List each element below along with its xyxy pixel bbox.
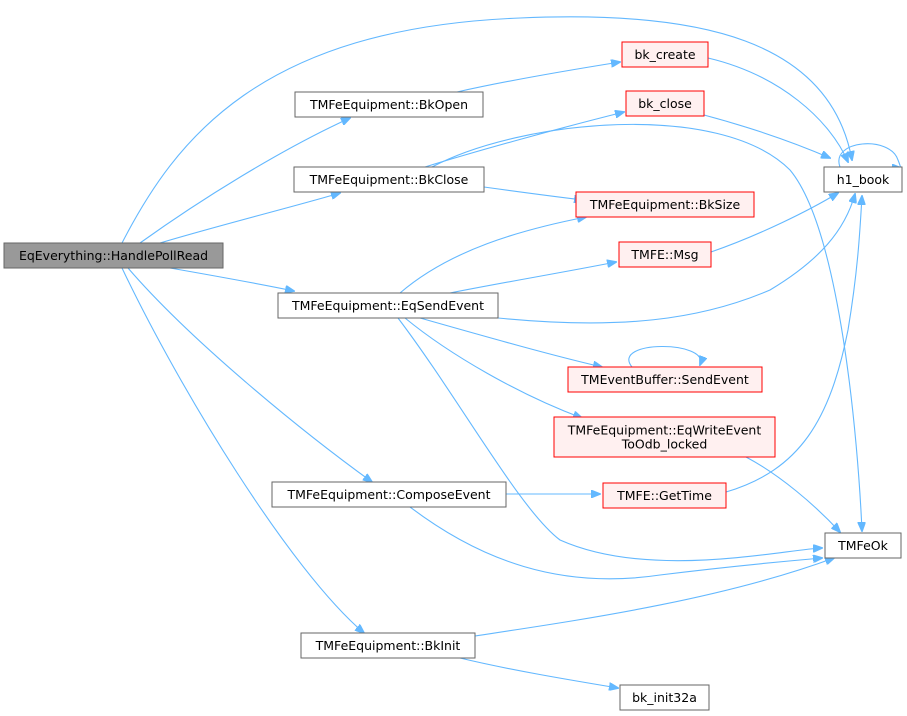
edge-eqsendevent-to-msg <box>449 262 616 294</box>
edge-eqwriteevent-to-tmfeok <box>745 456 840 532</box>
node-box-gettime <box>602 482 727 509</box>
node-box-bk-close <box>625 90 705 117</box>
edge-bkclose-to-bk-close <box>424 112 624 168</box>
edge-handlepollread-to-bkinit <box>121 267 364 633</box>
node-h1-book[interactable]: h1_book <box>823 166 903 193</box>
node-bkinit[interactable]: TMFeEquipment::BkInit <box>300 632 476 659</box>
edge-handlepollread-to-bkclose <box>159 193 340 244</box>
node-label: TMFE::GetTime <box>616 488 712 503</box>
edge-composeevent-to-tmfeok <box>409 506 822 580</box>
node-label: TMFeEquipment::BkClose <box>309 172 469 187</box>
node-box-h1-book <box>823 166 903 193</box>
node-box-eqsendevent <box>277 292 499 319</box>
node-box-tmfeok <box>824 532 902 559</box>
node-label: TMFeEquipment::BkOpen <box>309 97 468 112</box>
node-label: EqEverything::HandlePollRead <box>19 248 208 263</box>
node-label: bk_close <box>638 96 692 111</box>
edge-bkclose-to-bksize <box>483 186 583 200</box>
node-label: ToOdb_locked <box>621 437 708 452</box>
nodes-layer: EqEverything::HandlePollReadTMFeEquipmen… <box>3 41 903 711</box>
node-box-msg <box>618 241 712 268</box>
node-box-sendevent <box>567 366 763 393</box>
edges-layer <box>121 16 901 688</box>
edge-eqsendevent-to-sendevent <box>419 317 602 367</box>
edge-bk-close-to-h1-book <box>703 114 830 158</box>
edge-eqsendevent-to-h1-book <box>497 194 855 324</box>
node-label: TMFeOk <box>837 538 888 553</box>
edge-eqsendevent-to-tmfeok <box>397 317 822 562</box>
edge-bkclose-to-tmfeok <box>431 123 862 531</box>
node-box-handlepollread <box>3 242 224 269</box>
edge-bkinit-to-tmfeok <box>474 558 834 637</box>
node-bksize[interactable]: TMFeEquipment::BkSize <box>575 191 755 218</box>
node-gettime[interactable]: TMFE::GetTime <box>602 482 727 509</box>
node-box-bkopen <box>294 91 484 118</box>
node-eqsendevent[interactable]: TMFeEquipment::EqSendEvent <box>277 292 499 319</box>
node-box-bk-create <box>621 41 709 68</box>
node-box-bkclose <box>293 166 485 193</box>
node-label: TMEventBuffer::SendEvent <box>580 372 749 387</box>
node-sendevent[interactable]: TMEventBuffer::SendEvent <box>567 366 763 393</box>
edge-handlepollread-to-bkopen <box>139 118 350 244</box>
node-box-bksize <box>575 191 755 218</box>
node-label: bk_create <box>634 47 695 62</box>
edge-handlepollread-to-composeevent <box>127 267 372 482</box>
edge-bkinit-to-bk-init32a <box>459 657 618 688</box>
edge-handlepollread-to-h1-book <box>121 16 852 244</box>
edge-handlepollread-to-eqsendevent <box>169 267 294 291</box>
node-label: TMFeEquipment::BkSize <box>589 197 741 212</box>
edge-bkopen-to-bk-create <box>456 62 620 93</box>
edge-msg-to-h1-book <box>710 193 838 253</box>
edge-eqsendevent-to-bksize <box>399 217 586 294</box>
node-bk-close[interactable]: bk_close <box>625 90 705 117</box>
node-bkopen[interactable]: TMFeEquipment::BkOpen <box>294 91 484 118</box>
node-label: TMFeEquipment::ComposeEvent <box>286 487 490 502</box>
node-label: TMFeEquipment::EqWriteEvent <box>567 423 762 438</box>
node-msg[interactable]: TMFE::Msg <box>618 241 712 268</box>
node-box-bk-init32a <box>619 684 710 711</box>
node-label: TMFeEquipment::BkInit <box>315 638 461 653</box>
node-label: bk_init32a <box>632 690 697 705</box>
node-bk-init32a[interactable]: bk_init32a <box>619 684 710 711</box>
node-composeevent[interactable]: TMFeEquipment::ComposeEvent <box>271 481 507 508</box>
node-label: TMFE::Msg <box>630 247 698 262</box>
node-box-bkinit <box>300 632 476 659</box>
edge-sendevent-to-sendevent <box>628 346 701 368</box>
edge-h1-book-to-h1-book <box>838 143 901 168</box>
node-tmfeok[interactable]: TMFeOk <box>824 532 902 559</box>
node-label: TMFeEquipment::EqSendEvent <box>291 298 484 313</box>
edge-eqsendevent-to-eqwriteevent <box>404 317 582 418</box>
node-label: h1_book <box>837 172 890 187</box>
edge-gettime-to-h1-book <box>725 196 862 493</box>
node-handlepollread[interactable]: EqEverything::HandlePollRead <box>3 242 224 269</box>
node-bkclose[interactable]: TMFeEquipment::BkClose <box>293 166 485 193</box>
edge-bk-create-to-h1-book <box>707 57 848 162</box>
node-box-eqwriteevent <box>553 416 776 458</box>
node-box-composeevent <box>271 481 507 508</box>
node-bk-create[interactable]: bk_create <box>621 41 709 68</box>
